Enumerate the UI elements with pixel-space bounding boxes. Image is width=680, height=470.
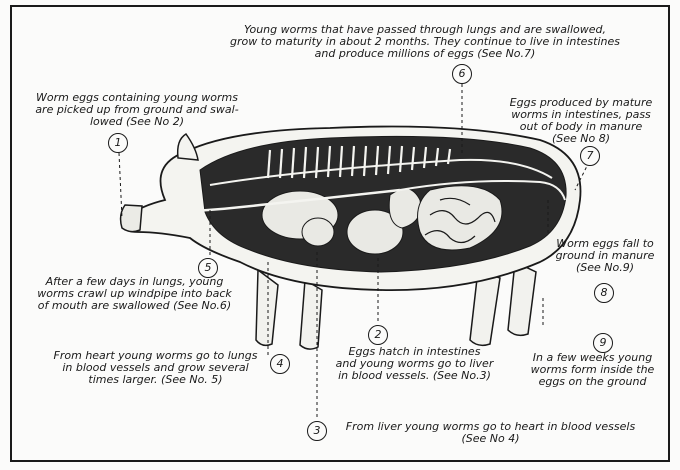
marker-9: 9 <box>593 333 613 353</box>
caption-1: Worm eggs containing young worms are pic… <box>22 92 252 128</box>
marker-7: 7 <box>580 146 600 166</box>
caption-8: Worm eggs fall to ground in manure (See … <box>545 238 665 274</box>
marker-1: 1 <box>108 133 128 153</box>
marker-2: 2 <box>368 325 388 345</box>
marker-8: 8 <box>594 283 614 303</box>
caption-6-top: Young worms that have passed through lun… <box>190 24 660 60</box>
marker-6: 6 <box>452 64 472 84</box>
caption-5: After a few days in lungs, young worms c… <box>22 276 247 312</box>
caption-9: In a few weeks young worms form inside t… <box>520 352 665 388</box>
marker-3: 3 <box>307 421 327 441</box>
caption-4: From heart young worms go to lungs in bl… <box>38 350 273 386</box>
pig-snout <box>121 205 142 232</box>
caption-2: Eggs hatch in intestines and young worms… <box>322 346 507 382</box>
marker-5: 5 <box>198 258 218 278</box>
caption-7: Eggs produced by mature worms in intesti… <box>496 97 666 145</box>
marker-4: 4 <box>270 354 290 374</box>
caption-3: From liver young worms go to heart in bl… <box>328 421 653 445</box>
